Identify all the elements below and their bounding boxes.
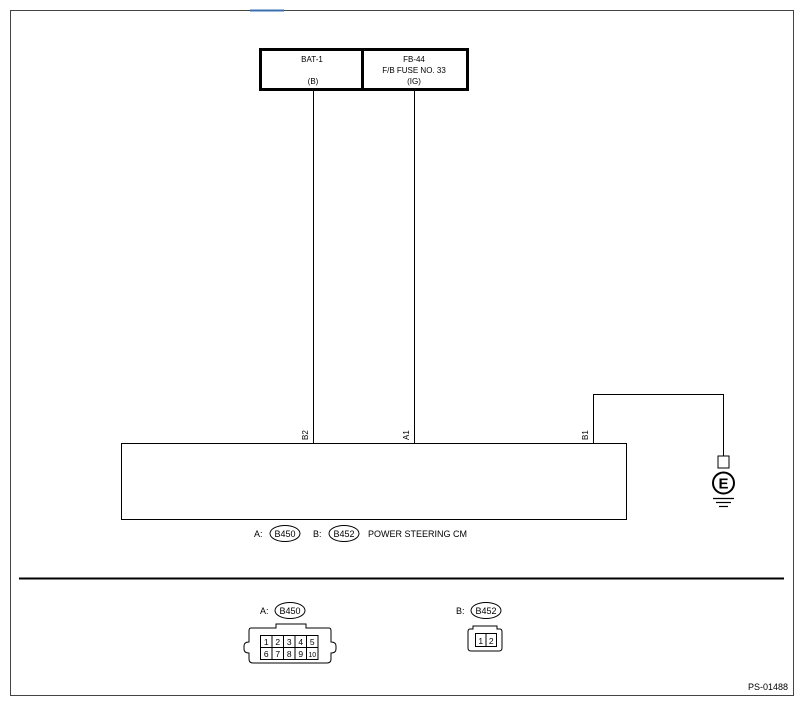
- caption-b-prefix: B:: [313, 529, 322, 539]
- ground-symbol: E: [712, 455, 735, 508]
- caption-a-prefix: A:: [254, 529, 263, 539]
- connector-a-pin-4-label: 4: [298, 637, 303, 647]
- connector-b-pin-2-label: 2: [489, 636, 494, 646]
- connector-a-oval: [274, 602, 306, 619]
- connector-b-oval: [470, 602, 502, 619]
- ground-circle: [712, 471, 735, 495]
- connector-b-prefix: B:: [456, 606, 465, 616]
- connector-a-pin-10-cell: [306, 647, 319, 660]
- fuse-no-33-label: F/B FUSE NO. 33: [382, 66, 446, 75]
- connector-b-pin-1-label: 1: [478, 636, 483, 646]
- caption-b-connector: B452: [333, 529, 354, 539]
- connector-a-code: B450: [279, 606, 300, 616]
- module-name: POWER STEERING CM: [368, 529, 467, 539]
- connector-a-pin-5-label: 5: [310, 637, 315, 647]
- connector-a-pin-7-label: 7: [275, 649, 280, 659]
- pin-label-a1: A1: [402, 430, 411, 440]
- power-steering-cm-box: [121, 443, 627, 520]
- pin-label-b2: B2: [301, 430, 310, 440]
- connector-a-pin-10-label: 10: [308, 652, 316, 659]
- connector-a-pin-3-label: 3: [287, 637, 292, 647]
- bat-1-circuit-label: (B): [308, 77, 319, 86]
- wire-b1-ground: [593, 394, 724, 456]
- connector-b-code: B452: [475, 606, 496, 616]
- connector-a-pin-1-label: 1: [264, 637, 269, 647]
- figure-id: PS-01488: [748, 682, 788, 692]
- module-caption: A: B450 B: B452 POWER STEERING CM: [254, 525, 467, 542]
- ground-letter: E: [718, 476, 728, 493]
- connector-a-prefix: A:: [260, 606, 269, 616]
- pin-label-b1: B1: [581, 430, 590, 440]
- bat-1-label: BAT-1: [301, 55, 323, 64]
- connector-a-pin-8-label: 8: [287, 649, 292, 659]
- connector-a-pin-6-label: 6: [264, 649, 269, 659]
- ig-circuit-label: (IG): [407, 77, 421, 86]
- connector-a-pin-9-label: 9: [298, 649, 303, 659]
- connector-b-pin-2-cell: [485, 633, 497, 647]
- caption-a-connector: B450: [274, 529, 295, 539]
- caption-b-connector-oval: [328, 525, 360, 542]
- diagram-frame: [10, 10, 794, 696]
- ground-connector: [717, 455, 730, 469]
- power-source-boxes: BAT-1 (B) FB-44 F/B FUSE NO. 33 (IG): [259, 48, 469, 91]
- wires: [313, 89, 724, 456]
- fb-44-label: FB-44: [403, 55, 425, 64]
- caption-a-connector-oval: [269, 525, 301, 542]
- connector-a-pin-2-label: 2: [275, 637, 280, 647]
